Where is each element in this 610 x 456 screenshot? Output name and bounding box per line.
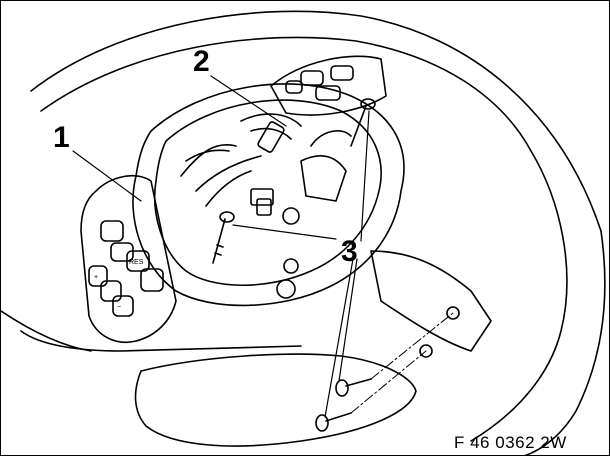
leader-3b bbox=[360, 110, 370, 242]
top-right-screw bbox=[350, 105, 367, 147]
wheel-rim-left bbox=[1, 310, 92, 352]
loose-screw-upper bbox=[345, 378, 372, 387]
wheel-rim-inner bbox=[40, 36, 532, 152]
leader-3c bbox=[338, 258, 358, 382]
loose-screw-lower bbox=[325, 412, 352, 422]
button-label-minus: − bbox=[117, 304, 121, 311]
leader-3a bbox=[232, 224, 337, 240]
wheel-spoke-lower bbox=[20, 330, 302, 352]
button-label-plus: + bbox=[94, 274, 98, 281]
hub-screw bbox=[212, 218, 226, 264]
leader-1 bbox=[72, 150, 142, 202]
callout-3: 3 bbox=[341, 235, 358, 268]
wheel-rim-outer bbox=[30, 10, 602, 232]
lower-cover bbox=[134, 353, 417, 447]
right-spoke bbox=[370, 250, 492, 352]
button-label-res: RES bbox=[129, 259, 144, 266]
wiring-harness bbox=[180, 144, 262, 207]
wheel-rim-right-outer bbox=[524, 230, 606, 455]
wheel-rim-right bbox=[470, 150, 568, 442]
figure-code: F 46 0362 2W bbox=[454, 433, 567, 452]
callout-1: 1 bbox=[53, 121, 70, 154]
axis-line-upper bbox=[370, 312, 454, 380]
leader-2 bbox=[210, 75, 287, 127]
leader-3d bbox=[324, 258, 354, 418]
callout-2: 2 bbox=[193, 45, 210, 78]
left-control-pad bbox=[80, 175, 177, 343]
top-control-pad bbox=[270, 55, 387, 116]
axis-line-lower bbox=[350, 350, 427, 414]
